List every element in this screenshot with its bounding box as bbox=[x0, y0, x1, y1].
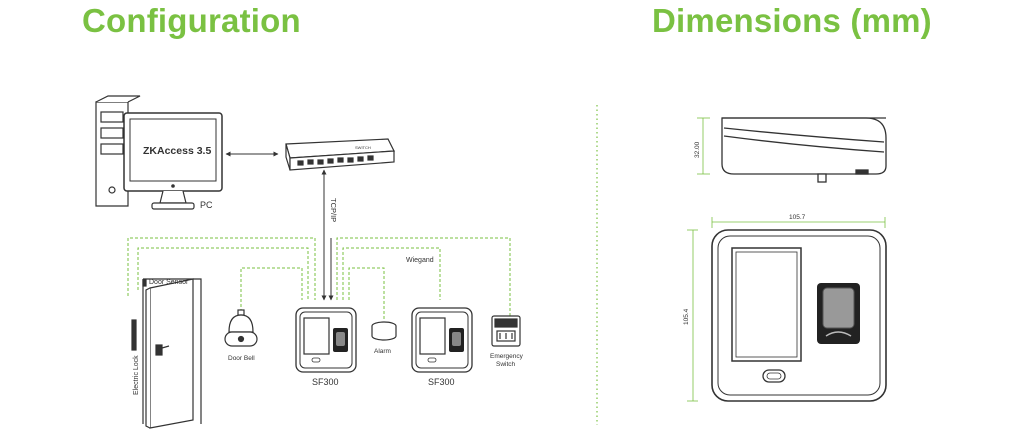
wiring-lines bbox=[127, 237, 511, 320]
emergency-switch-label-line2: Switch bbox=[496, 361, 516, 368]
switch-text: SWITCH bbox=[355, 145, 371, 150]
pc-tower-icon bbox=[95, 95, 141, 207]
front-view-icon bbox=[711, 229, 887, 402]
electric-lock-label: Electric Lock bbox=[133, 355, 140, 395]
width-dimension-label: 105.7 bbox=[789, 214, 806, 221]
sf300-device-1-icon bbox=[295, 307, 357, 373]
width-dimension-line bbox=[711, 217, 886, 228]
pc-monitor-icon bbox=[123, 112, 223, 210]
side-view-icon bbox=[721, 117, 887, 183]
emergency-switch-label-line1: Emergency bbox=[490, 353, 524, 360]
dimensions-heading: Dimensions (mm) bbox=[652, 2, 932, 39]
length-dimension-line bbox=[687, 229, 698, 402]
tcpip-label: TCP/IP bbox=[329, 198, 338, 222]
alarm-icon bbox=[371, 321, 397, 341]
wiegand-label: Wiegand bbox=[406, 257, 434, 264]
sf300-device-2-icon bbox=[411, 307, 473, 373]
configuration-heading: Configuration bbox=[82, 2, 301, 39]
pc-label: PC bbox=[200, 200, 213, 210]
door-bell-label: Door Bell bbox=[228, 355, 255, 362]
height-dimension-label: 32.00 bbox=[694, 141, 701, 158]
pc-screen-text: ZKAccess 3.5 bbox=[143, 145, 211, 157]
length-dimension-label: 105.4 bbox=[683, 308, 690, 325]
network-switch-icon bbox=[285, 138, 395, 171]
height-dimension-line bbox=[697, 117, 710, 175]
device-label-1: SF300 bbox=[312, 377, 339, 387]
door-icon bbox=[131, 278, 202, 429]
emergency-switch-icon bbox=[491, 315, 521, 347]
alarm-label: Alarm bbox=[374, 348, 391, 355]
door-sensor-label: Door Sensor bbox=[149, 279, 189, 286]
door-bell-icon bbox=[224, 309, 258, 347]
device-label-2: SF300 bbox=[428, 377, 455, 387]
